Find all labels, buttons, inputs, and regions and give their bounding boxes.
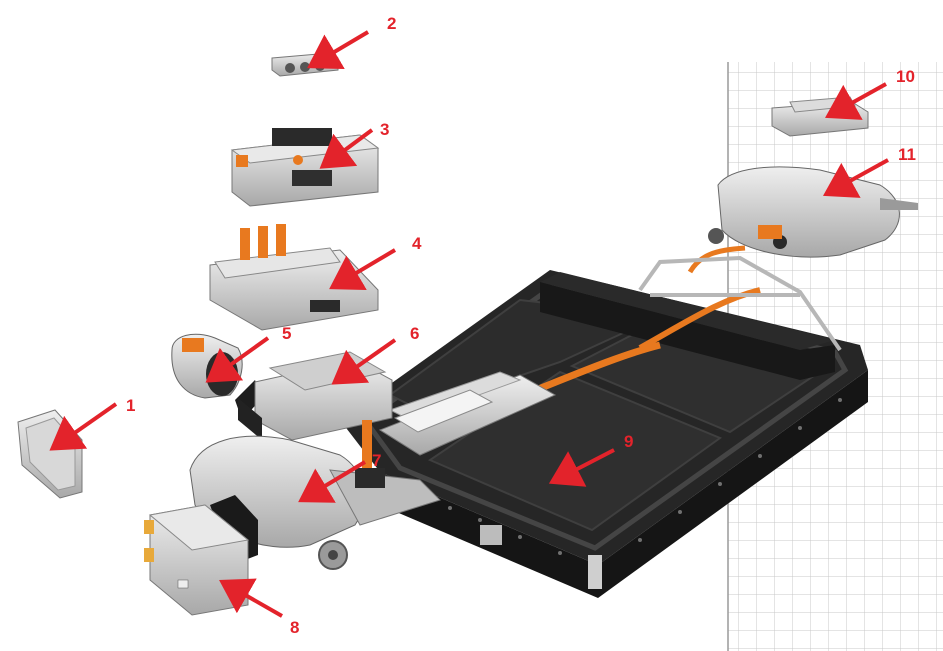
callout-arrows [49,30,889,618]
callout-arrow-4 [329,248,397,290]
callout-label-5: 5 [282,324,291,343]
callout-arrow-3 [319,128,374,169]
callout-arrow-7 [298,460,367,503]
callout-label-3: 3 [380,120,389,139]
callout-label-1: 1 [126,396,135,415]
callout-label-4: 4 [412,234,422,253]
callout-labels: 1 2 3 4 5 6 7 8 9 10 11 [126,14,916,637]
module-8 [144,495,258,616]
callout-label-8: 8 [290,618,299,637]
callout-label-11: 11 [898,145,916,164]
pack-center-unit [378,371,557,456]
callout-arrow-1 [49,402,118,451]
callout-arrow-8 [219,578,283,618]
callout-label-6: 6 [410,324,419,343]
module-1 [17,409,83,499]
callout-label-9: 9 [624,432,633,451]
callout-arrow-10 [825,82,887,120]
callout-arrow-6 [331,338,397,385]
module-9 [340,245,868,598]
callout-label-7: 7 [372,451,381,470]
callout-arrow-9 [548,448,615,487]
module-4 [209,224,379,331]
callout-label-10: 10 [896,67,915,86]
callout-arrow-11 [822,158,889,198]
callout-arrow-2 [307,30,370,69]
callout-label-2: 2 [387,14,396,33]
callout-arrow-5 [205,336,270,383]
